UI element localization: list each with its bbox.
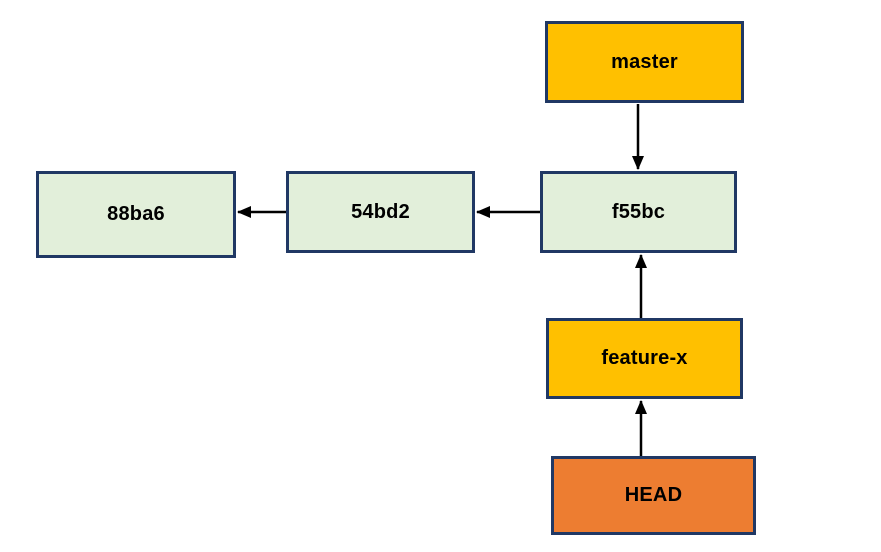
node-88ba6-label: 88ba6 bbox=[107, 203, 165, 225]
node-head-pointer: HEAD bbox=[551, 456, 756, 535]
node-master-branch: master bbox=[545, 21, 744, 103]
node-feature-x-branch: feature-x bbox=[546, 318, 743, 399]
node-f55bc-label: f55bc bbox=[611, 200, 666, 223]
node-54bd2-label: 54bd2 bbox=[351, 200, 410, 223]
node-commit-f55bc: f55bc bbox=[540, 171, 737, 253]
node-commit-54bd2: 54bd2 bbox=[286, 171, 475, 253]
node-commit-88ba6: 88ba6 bbox=[36, 171, 236, 258]
node-feature-x-label: feature-x bbox=[601, 347, 688, 369]
node-master-label: master bbox=[611, 50, 678, 73]
node-head-label: HEAD bbox=[624, 484, 683, 506]
